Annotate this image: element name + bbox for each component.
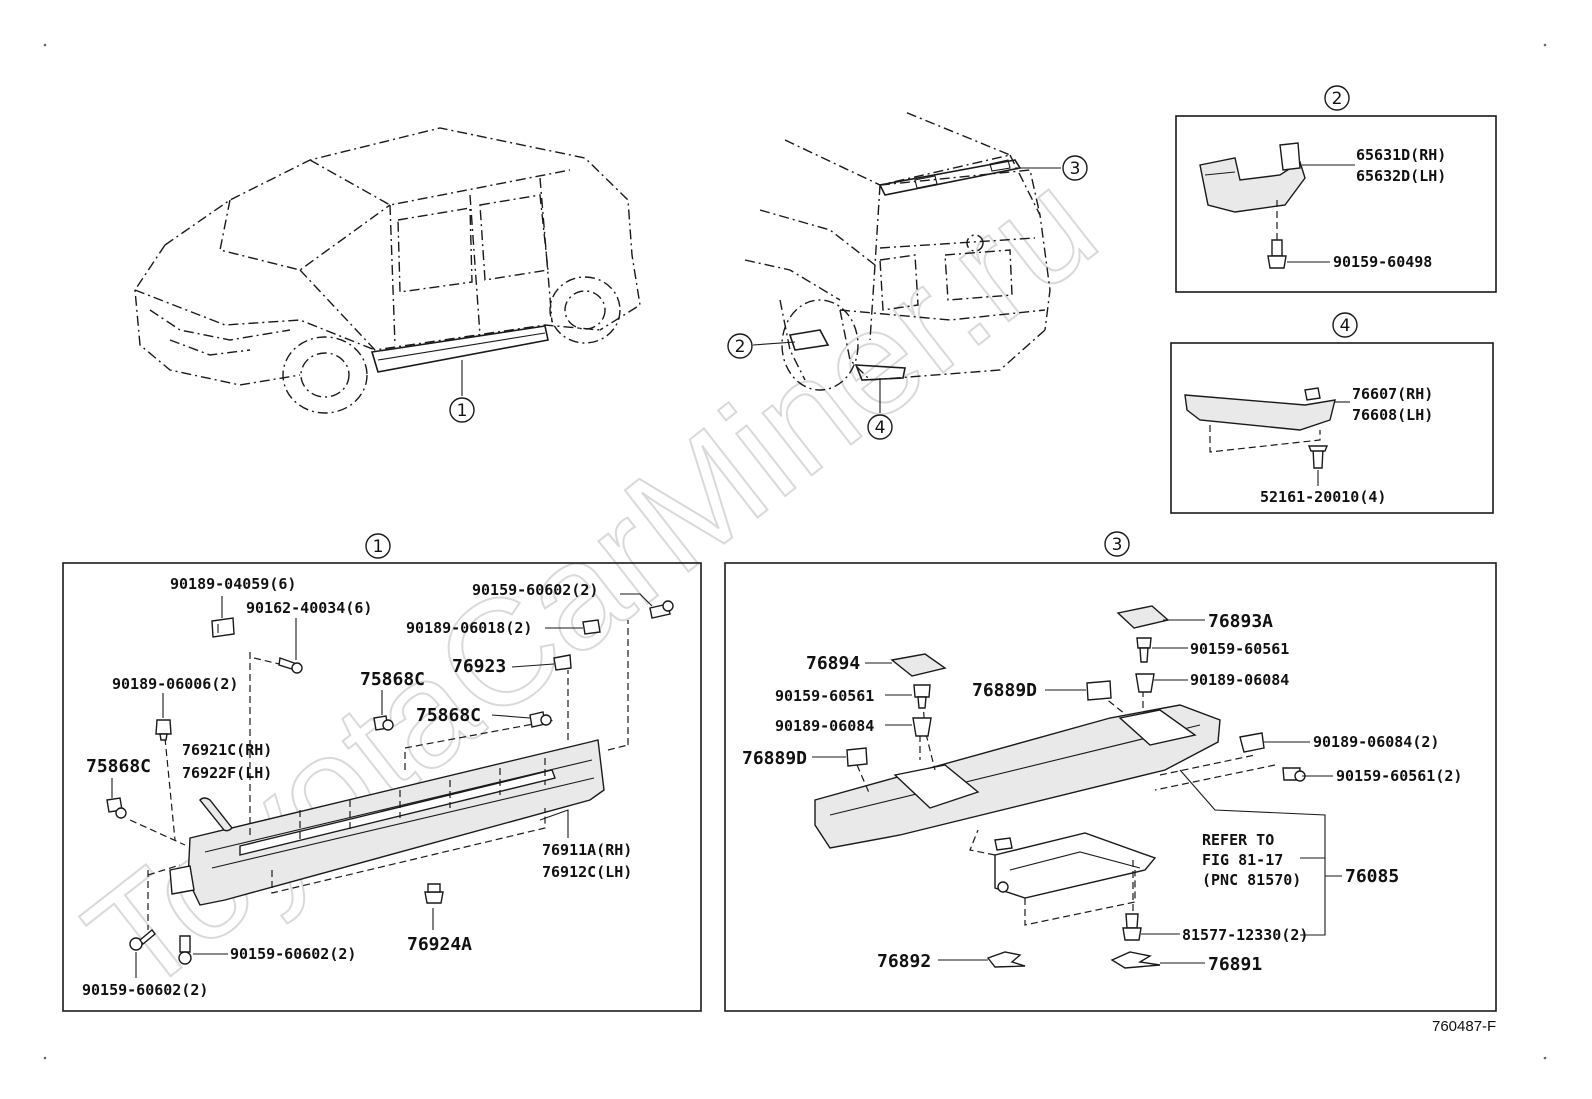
clip-76889D-right (1086, 680, 1112, 701)
label-76889D-right: 76889D (972, 680, 1037, 701)
vehicle-front-view (134, 127, 641, 414)
gasket-76892 (986, 951, 1026, 968)
rear-spoiler (814, 704, 1221, 849)
label-90189-06084-a: 90189-06084 (1190, 671, 1289, 689)
clip-76924A (424, 883, 444, 904)
bolt-90159-60561-a (1136, 637, 1152, 663)
label-90189-04059: 90189-04059(6) (170, 575, 296, 593)
svg-text:4: 4 (875, 418, 886, 438)
label-75868C-upper: 75868C (360, 669, 425, 690)
clip-75868C-middle (529, 711, 552, 728)
bracket-76923 (553, 654, 572, 671)
label-75868C-middle: 75868C (416, 705, 481, 726)
label-90159-60561-a: 90159-60561 (1190, 640, 1289, 658)
callout-4-inset-header: 4 (1332, 312, 1358, 338)
svg-text:4: 4 (1340, 316, 1351, 336)
label-76891: 76891 (1208, 954, 1262, 975)
callout-2-vehicle: 2 (727, 333, 753, 359)
label-75868C-left: 75868C (86, 756, 151, 777)
label-76894: 76894 (806, 653, 860, 674)
label-90189-06084-b: 90189-06084 (775, 717, 874, 735)
label-65631D: 65631D(RH) (1356, 146, 1446, 164)
nut-90189-06018 (582, 619, 601, 635)
label-76921C: 76921C(RH) (182, 741, 272, 759)
gasket-76891 (1110, 951, 1161, 969)
clip-75868C-upper (373, 715, 394, 731)
label-65632D: 65632D(LH) (1356, 167, 1446, 185)
nut-90189-06084-a (1135, 673, 1155, 693)
label-76607: 76607(RH) (1352, 385, 1433, 403)
panel-3-box (724, 562, 1497, 1012)
label-76085: 76085 (1345, 866, 1399, 887)
high-mount-stop-lamp (994, 832, 1157, 899)
label-90189-06006: 90189-06006(2) (112, 675, 238, 693)
label-refer-pnc: (PNC 81570) (1202, 871, 1301, 889)
label-76922F: 76922F(LH) (182, 764, 272, 782)
cover-76893A (1116, 605, 1170, 629)
screw-90159-60498 (1267, 239, 1287, 269)
label-81577-12330: 81577-12330(2) (1182, 926, 1308, 944)
bolt-90159-60561-c (1282, 767, 1306, 782)
bolt-90159-60602-top (649, 600, 674, 619)
label-refer-to: REFER TO (1202, 831, 1274, 849)
clip-52161-20010 (1307, 445, 1329, 469)
label-76608: 76608(LH) (1352, 406, 1433, 424)
callout-4-vehicle: 4 (867, 414, 893, 440)
label-90159-60602-low: 90159-60602(2) (82, 981, 208, 999)
svg-text:2: 2 (1332, 89, 1343, 109)
bolt-90159-60602-mid (178, 935, 192, 965)
label-90159-60561-b: 90159-60561 (775, 687, 874, 705)
inset-4-box (1170, 342, 1494, 514)
svg-text:1: 1 (373, 537, 384, 557)
label-76923: 76923 (452, 656, 506, 677)
screw-90162-40034 (278, 657, 303, 674)
bolt-90159-60602-low (129, 928, 156, 951)
figure-code: 760487-F (1432, 1018, 1496, 1035)
label-52161-20010: 52161-20010(4) (1260, 488, 1386, 506)
label-90159-60602-mid: 90159-60602(2) (230, 945, 356, 963)
label-90189-06084-c: 90189-06084(2) (1313, 733, 1439, 751)
callout-3-vehicle: 3 (1062, 155, 1088, 181)
label-90162-40034: 90162-40034(6) (246, 599, 372, 617)
callout-1-vehicle: 1 (449, 397, 475, 423)
svg-text:1: 1 (457, 401, 468, 421)
clip-75868C-left (106, 797, 127, 819)
svg-text:2: 2 (735, 337, 746, 357)
panel-1-box (62, 562, 702, 1012)
label-76889D-left: 76889D (742, 748, 807, 769)
label-76892: 76892 (877, 951, 931, 972)
callout-3-panel-header: 3 (1104, 531, 1130, 557)
mud-guard (1184, 387, 1336, 431)
svg-text:3: 3 (1112, 535, 1123, 555)
label-90189-06018: 90189-06018(2) (406, 619, 532, 637)
label-90159-60602-top: 90159-60602(2) (472, 581, 598, 599)
label-90159-60498: 90159-60498 (1333, 253, 1432, 271)
label-76924A: 76924A (407, 934, 472, 955)
mud-guard-bracket (1199, 142, 1306, 213)
cover-76894 (890, 653, 947, 677)
clip-90189-04059 (211, 617, 235, 638)
label-90159-60561-c: 90159-60561(2) (1336, 767, 1462, 785)
inset-2-box (1175, 115, 1497, 293)
mount-bracket-front (169, 865, 195, 895)
screw-81577-12330 (1122, 913, 1142, 941)
label-76912C: 76912C(LH) (542, 863, 632, 881)
label-76911A: 76911A(RH) (542, 841, 632, 859)
nut-90189-06084-c (1239, 732, 1265, 753)
nut-90189-06006 (155, 719, 172, 741)
callout-1-panel-header: 1 (365, 533, 391, 559)
bolt-90159-60561-b (913, 684, 931, 709)
corner-marks (43, 43, 1547, 1060)
clip-76889D-left (846, 747, 868, 767)
svg-text:3: 3 (1070, 159, 1081, 179)
callout-2-inset-header: 2 (1324, 85, 1350, 111)
nut-90189-06084-b (912, 717, 932, 737)
label-refer-fig: FIG 81-17 (1202, 851, 1283, 869)
seal-76921C (199, 797, 233, 832)
label-76893A: 76893A (1208, 611, 1273, 632)
